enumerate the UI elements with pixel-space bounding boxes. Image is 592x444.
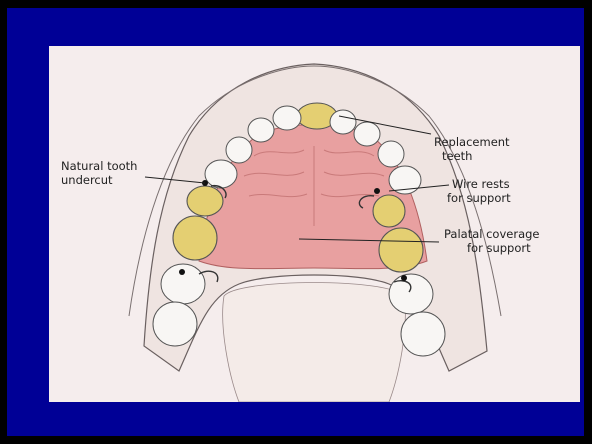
label-palatal-coverage-line2: for support	[467, 241, 531, 255]
label-natural-tooth-line1: Natural tooth	[61, 159, 137, 173]
palate-opening	[223, 283, 406, 403]
label-replacement-teeth-line1: Replacement	[434, 135, 510, 149]
label-palatal-coverage-line1: Palatal coverage	[444, 227, 540, 241]
slide-background-panel: Replacement teeth Natural tooth undercut…	[7, 8, 584, 436]
label-wire-rests-line2: for support	[447, 191, 511, 205]
dental-illustration: Replacement teeth Natural tooth undercut…	[49, 46, 580, 402]
label-wire-rests-line1: Wire rests	[452, 177, 510, 191]
label-replacement-teeth-line2: teeth	[442, 149, 472, 163]
label-natural-tooth-line2: undercut	[61, 173, 113, 187]
maxillary-arch-diagram: Replacement teeth Natural tooth undercut…	[49, 46, 580, 402]
